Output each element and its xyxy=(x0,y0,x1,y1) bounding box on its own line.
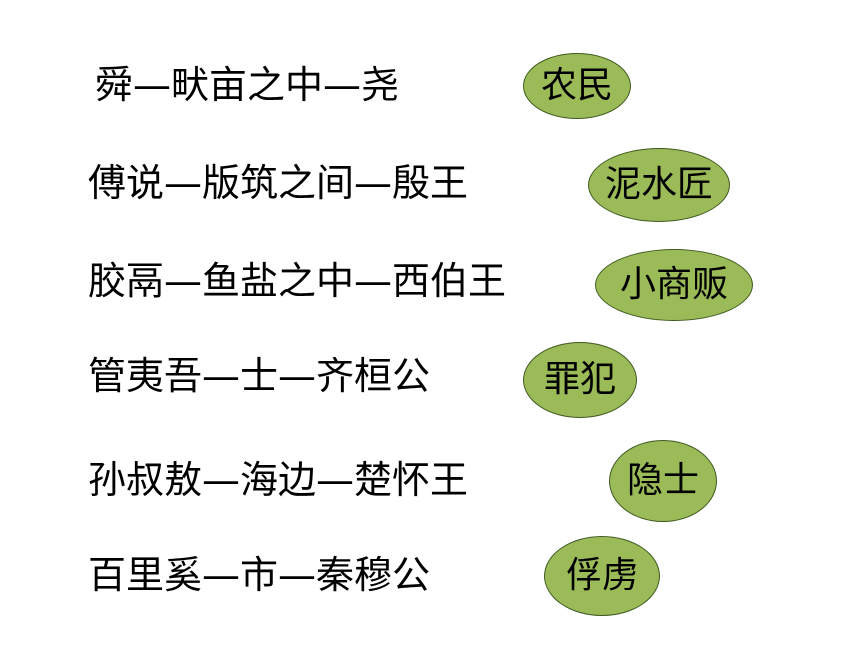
row-6-tag-badge: 俘虏 xyxy=(544,536,660,616)
row-3-text: 胶鬲—鱼盐之中—西伯王 xyxy=(88,259,507,303)
row-1-tag-badge: 农民 xyxy=(523,53,631,119)
row-2-text: 傅说—版筑之间—殷王 xyxy=(88,161,469,205)
row-6-text: 百里奚—市—秦穆公 xyxy=(88,553,431,597)
row-4-tag-badge: 罪犯 xyxy=(523,342,637,418)
row-2-tag-badge: 泥水匠 xyxy=(588,148,730,222)
row-3-tag-badge: 小商贩 xyxy=(595,249,753,321)
row-4-text: 管夷吾—士—齐桓公 xyxy=(88,354,431,398)
row-5-tag-badge: 隐士 xyxy=(609,440,717,522)
row-5-text: 孙叔敖—海边—楚怀王 xyxy=(88,458,469,502)
row-1-text: 舜—畎亩之中—尧 xyxy=(95,63,400,107)
